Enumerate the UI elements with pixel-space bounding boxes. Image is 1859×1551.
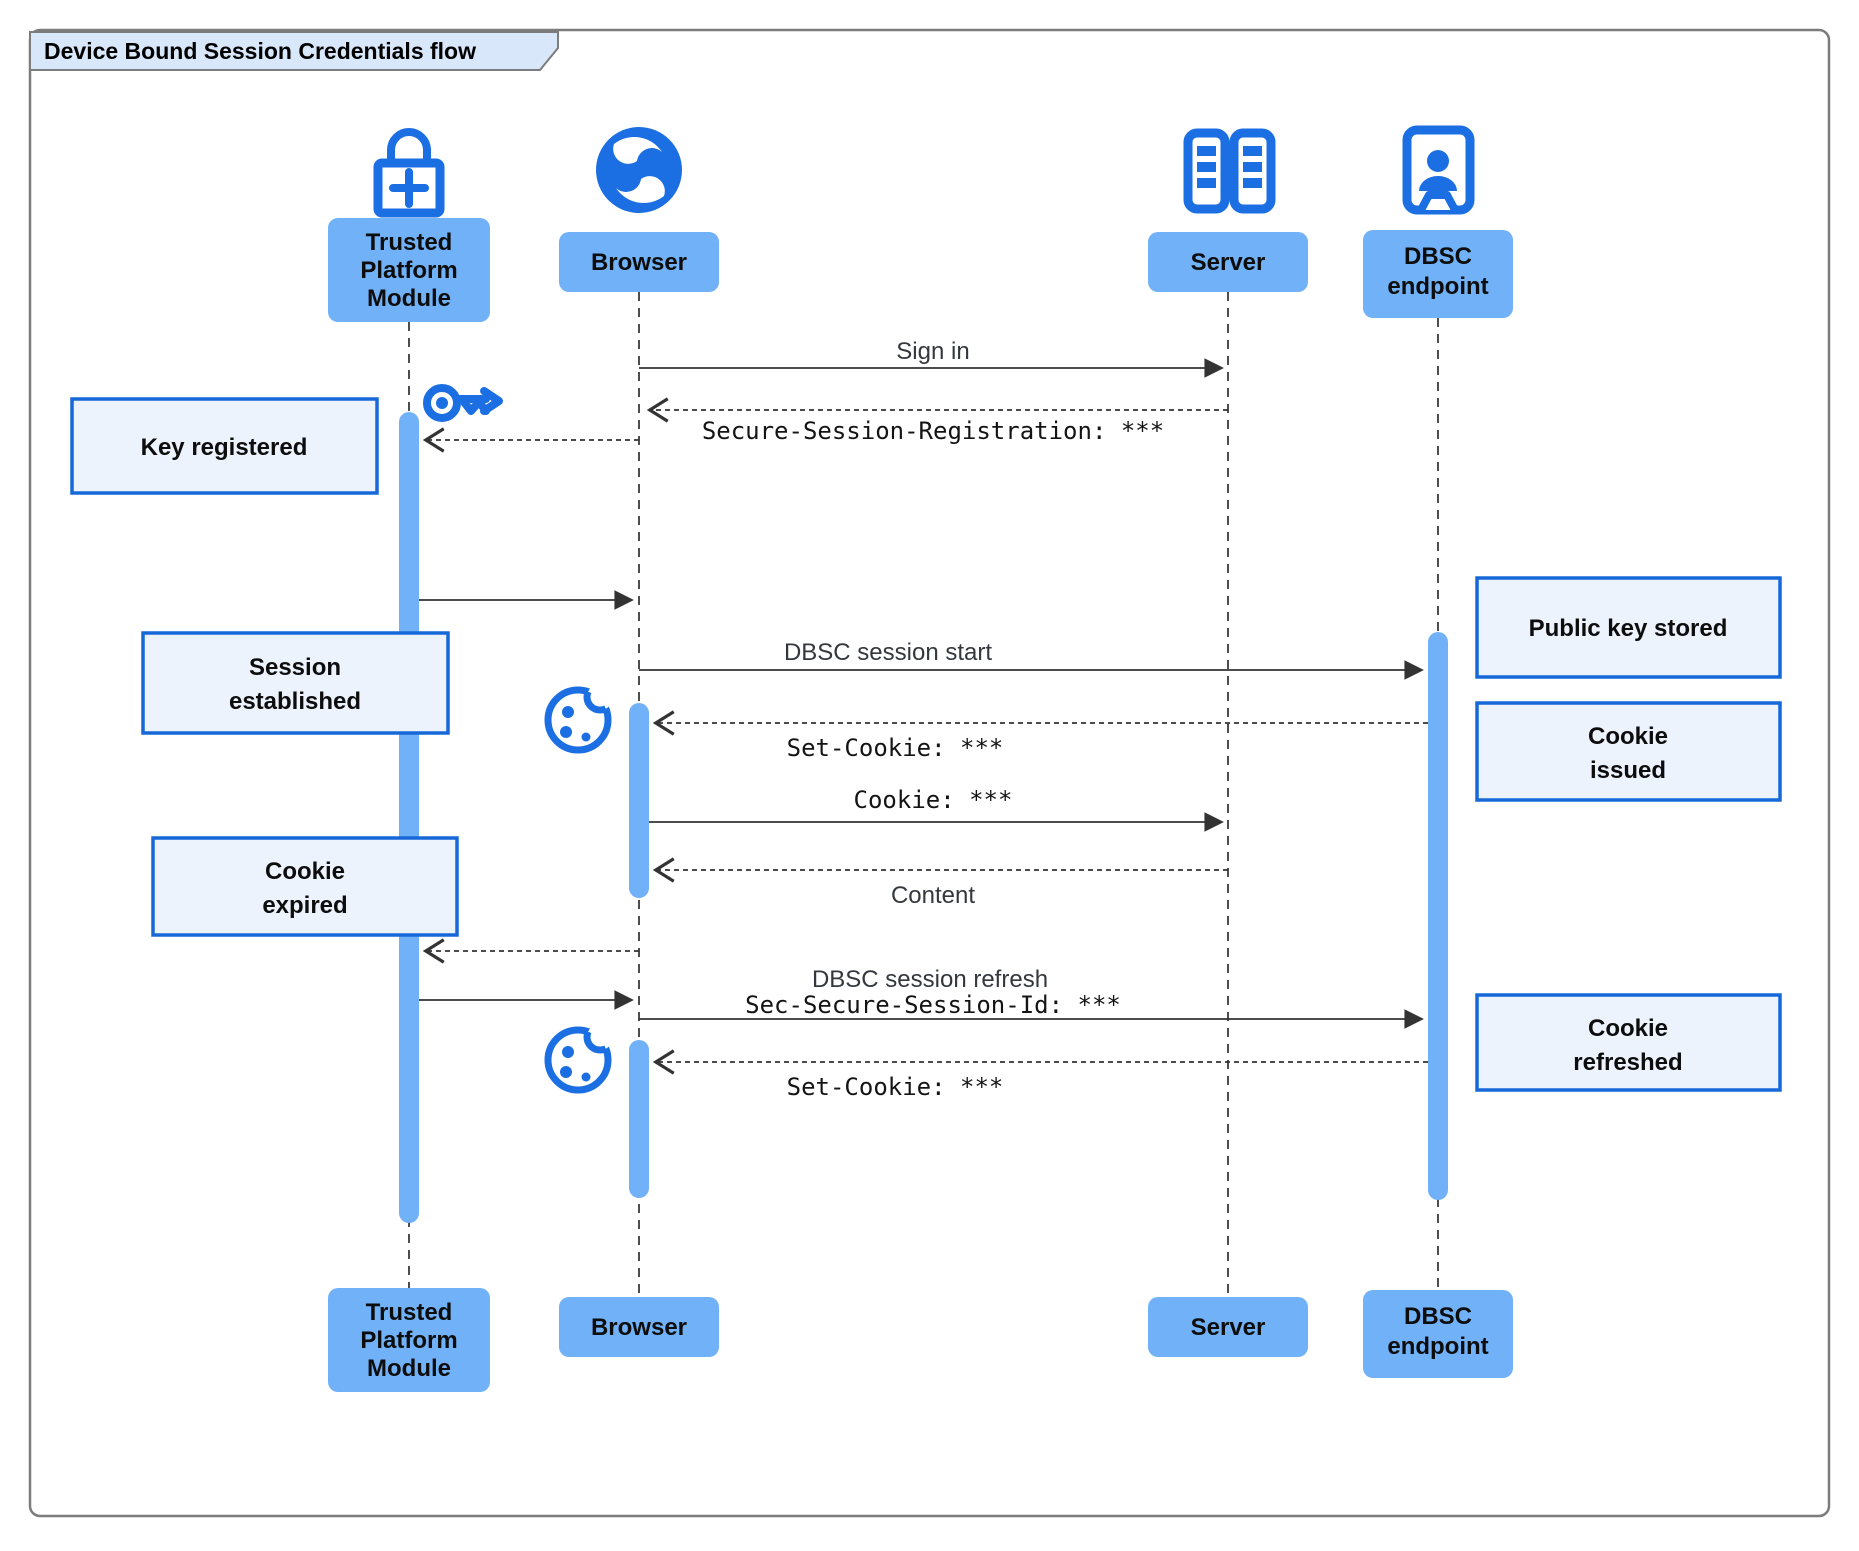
participant-label: Browser — [591, 1314, 687, 1341]
message-cookie: Cookie: *** — [649, 786, 1224, 832]
message-dbsc-session-refresh: DBSC session refresh Sec-Secure-Session-… — [639, 966, 1424, 1029]
message-secure-session-registration: Secure-Session-Registration: *** — [646, 397, 1228, 445]
message-content: Content — [652, 857, 1228, 909]
note-label: Session — [249, 654, 341, 681]
activation-bar-browser-1 — [629, 703, 649, 898]
note-label: Cookie — [1588, 723, 1668, 750]
message-label: Sign in — [896, 338, 969, 365]
message-set-cookie-1: Set-Cookie: *** — [652, 710, 1428, 762]
participant-label: endpoint — [1387, 273, 1488, 300]
note-cookie-issued: Cookie issued — [1475, 701, 1782, 802]
note-label: Key registered — [141, 434, 308, 461]
participant-server-bottom: Server — [1148, 1297, 1308, 1357]
note-session-established: Session established — [141, 631, 450, 735]
cookie-icon — [544, 684, 613, 754]
note-label: issued — [1590, 757, 1666, 784]
participant-label: Trusted — [366, 1299, 453, 1326]
note-cookie-refreshed: Cookie refreshed — [1475, 993, 1782, 1092]
participant-browser-top: Browser — [559, 232, 719, 292]
participant-dbsc-bottom: DBSC endpoint — [1363, 1290, 1513, 1378]
participant-label: Module — [367, 1355, 451, 1382]
message-set-cookie-2: Set-Cookie: *** — [652, 1049, 1428, 1101]
server-racks-icon — [1183, 128, 1276, 214]
note-public-key-stored: Public key stored — [1475, 576, 1782, 679]
lock-plus-icon — [373, 128, 445, 218]
activation-bar-dbsc — [1428, 632, 1448, 1200]
participant-label: Browser — [591, 249, 687, 276]
message-label: Sec-Secure-Session-Id: *** — [745, 991, 1121, 1019]
participant-label: DBSC — [1404, 1303, 1472, 1330]
participant-tpm-top: Trusted Platform Module — [328, 218, 490, 322]
note-cookie-expired: Cookie expired — [151, 836, 459, 937]
note-label: Cookie — [1588, 1015, 1668, 1042]
participant-browser-bottom: Browser — [559, 1297, 719, 1357]
participant-label: Server — [1191, 249, 1266, 276]
participant-label: endpoint — [1387, 1333, 1488, 1360]
message-label: Set-Cookie: *** — [787, 1073, 1004, 1101]
cookie-icon — [544, 1024, 613, 1094]
activation-bar-tpm — [399, 412, 419, 1223]
note-label: Cookie — [265, 858, 345, 885]
message-label: Set-Cookie: *** — [787, 734, 1004, 762]
key-icon — [423, 384, 503, 422]
note-key-registered: Key registered — [70, 397, 379, 495]
message-dbsc-session-start: DBSC session start — [639, 639, 1424, 680]
participant-tpm-bottom: Trusted Platform Module — [328, 1288, 490, 1392]
participant-label: Module — [367, 285, 451, 312]
participant-label: Platform — [360, 257, 457, 284]
page-title: Device Bound Session Credentials flow — [44, 38, 476, 64]
doorway-person-icon — [1402, 125, 1475, 215]
message-label: Cookie: *** — [854, 786, 1013, 814]
message-sign-in: Sign in — [639, 338, 1224, 378]
participant-server-top: Server — [1148, 232, 1308, 292]
note-label: refreshed — [1573, 1049, 1682, 1076]
activation-bar-browser-2 — [629, 1040, 649, 1198]
participant-label: Trusted — [366, 229, 453, 256]
note-label: expired — [262, 892, 347, 919]
message-label: DBSC session refresh — [812, 966, 1048, 993]
note-label: established — [229, 688, 361, 715]
participant-label: Server — [1191, 1314, 1266, 1341]
message-label: Content — [891, 882, 975, 909]
participant-dbsc-top: DBSC endpoint — [1363, 230, 1513, 318]
message-label: Secure-Session-Registration: *** — [702, 417, 1164, 445]
message-label: DBSC session start — [784, 639, 992, 666]
participant-label: DBSC — [1404, 243, 1472, 270]
globe-icon — [596, 127, 682, 213]
participant-label: Platform — [360, 1327, 457, 1354]
title-tab — [29, 31, 559, 71]
note-label: Public key stored — [1529, 615, 1728, 642]
